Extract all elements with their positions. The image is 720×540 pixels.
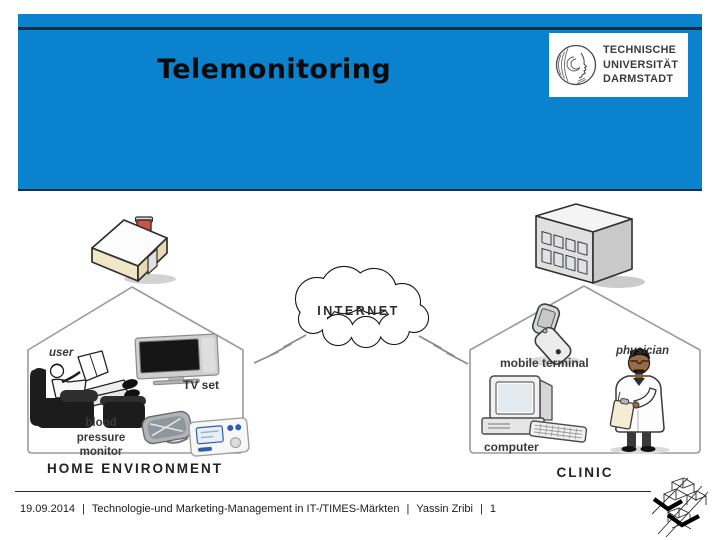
- clinic-building-icon: [535, 203, 645, 288]
- slide-footer: 19.09.2014 | Technologie-und Marketing-Man…: [20, 503, 496, 515]
- footer-page-number: 1: [489, 503, 496, 515]
- slide-title: Telemonitoring: [157, 54, 392, 85]
- home-environment-caption: HOME ENVIRONMENT: [46, 461, 223, 476]
- tu-footer-mark-icon: [651, 477, 709, 538]
- logo-line-1: TECHNISCHE: [603, 44, 677, 57]
- user-label: user: [49, 347, 74, 359]
- footer-separator: |: [406, 503, 410, 515]
- house-icon: [91, 216, 176, 284]
- logo-line-3: DARMSTADT: [603, 73, 674, 86]
- clinic-caption: CLINIC: [556, 465, 614, 480]
- footer-author: Yassin Zribi: [416, 503, 473, 515]
- user-in-armchair-icon: [30, 350, 146, 428]
- footer-course: Technologie-und Marketing-Management in …: [91, 503, 400, 515]
- logo-line-2: UNIVERSITÄT: [603, 58, 679, 71]
- footer-separator: |: [479, 503, 483, 515]
- tv-set-label: TV set: [183, 378, 220, 392]
- footer-divider-line: [15, 491, 651, 492]
- internet-cloud-icon: [294, 265, 430, 349]
- flip-phone-icon: [527, 303, 581, 366]
- blood-pressure-monitor-icon: [141, 410, 250, 457]
- tu-darmstadt-wordmark: TECHNISCHE UNIVERSITÄT DARMSTADT: [603, 43, 678, 87]
- physician-label: physician: [616, 345, 670, 357]
- blood-pressure-monitor-label: blood pressure monitor: [76, 417, 126, 458]
- internet-label: INTERNET: [317, 304, 400, 318]
- tv-icon: [134, 333, 220, 386]
- footer-date: 19.09.2014: [20, 503, 76, 515]
- physician-icon: [609, 348, 670, 454]
- footer-separator: |: [82, 503, 85, 515]
- computer-label: computer: [484, 440, 539, 454]
- desktop-computer-icon: [481, 375, 588, 443]
- athene-head-icon: [555, 44, 597, 86]
- mobile-terminal-label: mobile terminal: [500, 356, 589, 370]
- header-divider-line: [18, 27, 702, 30]
- lightning-connector-icon: [253, 334, 469, 365]
- tu-darmstadt-logo: TECHNISCHE UNIVERSITÄT DARMSTADT: [549, 33, 688, 97]
